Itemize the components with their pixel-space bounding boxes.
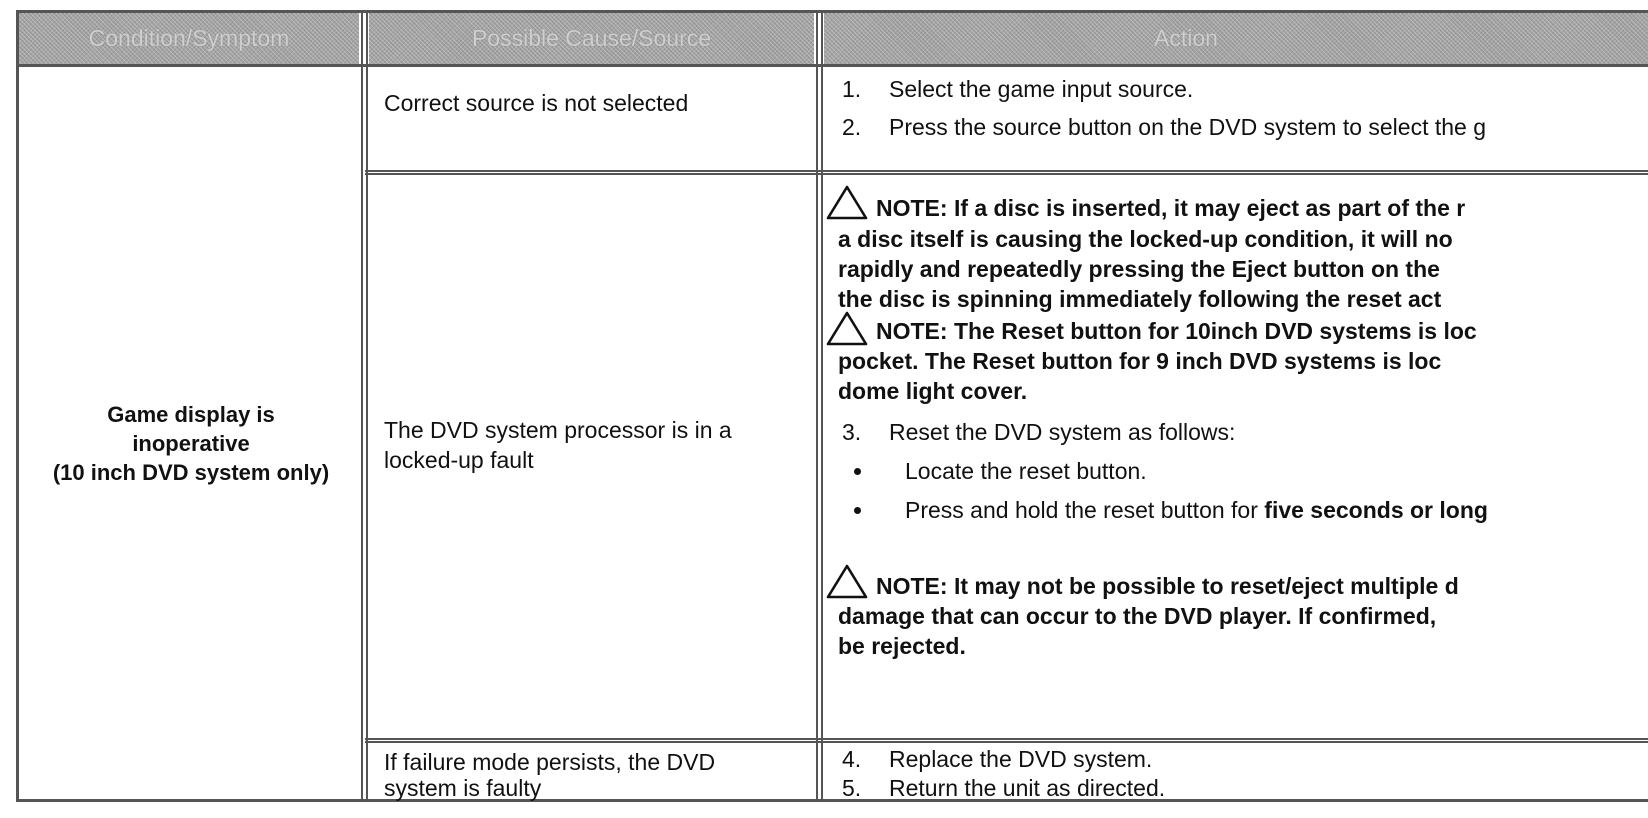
condition-line-1: Game display is <box>107 402 275 427</box>
step-4-text: Replace the DVD system. <box>889 746 1153 772</box>
note-1-line-4: the disc is spinning immediately followi… <box>838 286 1442 312</box>
bullet-2-bold: five seconds or long <box>1264 497 1488 523</box>
condition-line-3: (10 inch DVD system only) <box>52 460 330 485</box>
warning-triangle-icon <box>826 185 868 220</box>
bullet-dot <box>854 468 861 475</box>
header-action-label: Action <box>1154 24 1218 51</box>
note-2-line-3: dome light cover. <box>838 378 1028 404</box>
row-divider-1 <box>365 170 1648 175</box>
bullet-dot <box>854 507 861 514</box>
column-divider-2 <box>816 10 823 802</box>
bullet-2-text: Press and hold the reset button for five… <box>905 495 1488 525</box>
note-2-line-2: pocket. The Reset button for 9 inch DVD … <box>838 348 1442 374</box>
cause-2-line-2: locked-up fault <box>384 447 534 473</box>
step-3-text: Reset the DVD system as follows: <box>889 419 1236 445</box>
header-cause: Possible Cause/Source <box>369 10 814 66</box>
cause-3-line-2: system is faulty <box>384 775 542 801</box>
note-3-line-2: damage that can occur to the DVD player.… <box>838 603 1437 629</box>
warning-triangle-icon <box>826 564 868 599</box>
header-cause-label: Possible Cause/Source <box>471 24 712 51</box>
bullet-1-text: Locate the reset button. <box>905 458 1147 484</box>
cause-1: Correct source is not selected <box>384 90 689 116</box>
step-1-text: Select the game input source. <box>889 76 1194 102</box>
note-3-line-1: NOTE: It may not be possible to reset/ej… <box>876 573 1459 599</box>
step-2-number: 2. <box>842 114 862 140</box>
step-1-number: 1. <box>842 76 862 102</box>
header-condition: Condition/Symptom <box>19 10 359 66</box>
header-divider <box>16 64 1648 67</box>
bullet-2-plain: Press and hold the reset button for <box>905 497 1265 523</box>
cause-3-line-1: If failure mode persists, the DVD <box>384 749 716 775</box>
note-2-line-1: NOTE: The Reset button for 10inch DVD sy… <box>876 318 1477 344</box>
step-4-number: 4. <box>842 746 862 772</box>
condition-line-2: inoperative <box>132 431 250 456</box>
note-1-line-1: NOTE: If a disc is inserted, it may ejec… <box>876 195 1466 221</box>
note-1-line-3: rapidly and repeatedly pressing the Ejec… <box>838 256 1440 282</box>
step-5-text: Return the unit as directed. <box>889 775 1166 801</box>
note-1-line-2: a disc itself is causing the locked-up c… <box>838 226 1453 252</box>
condition-cell: Game display is inoperative (10 inch DVD… <box>20 400 362 487</box>
step-3-number: 3. <box>842 419 862 445</box>
row-divider-2 <box>365 738 1648 743</box>
step-2-text: Press the source button on the DVD syste… <box>889 114 1487 140</box>
header-condition-label: Condition/Symptom <box>88 24 290 51</box>
note-3-line-3: be rejected. <box>838 633 966 659</box>
warning-triangle-icon <box>826 311 868 346</box>
cause-2-line-1: The DVD system processor is in a <box>384 417 732 443</box>
header-action: Action <box>824 10 1648 66</box>
step-5-number: 5. <box>842 775 862 801</box>
table-frame <box>16 10 1648 802</box>
column-divider-1 <box>361 10 368 802</box>
